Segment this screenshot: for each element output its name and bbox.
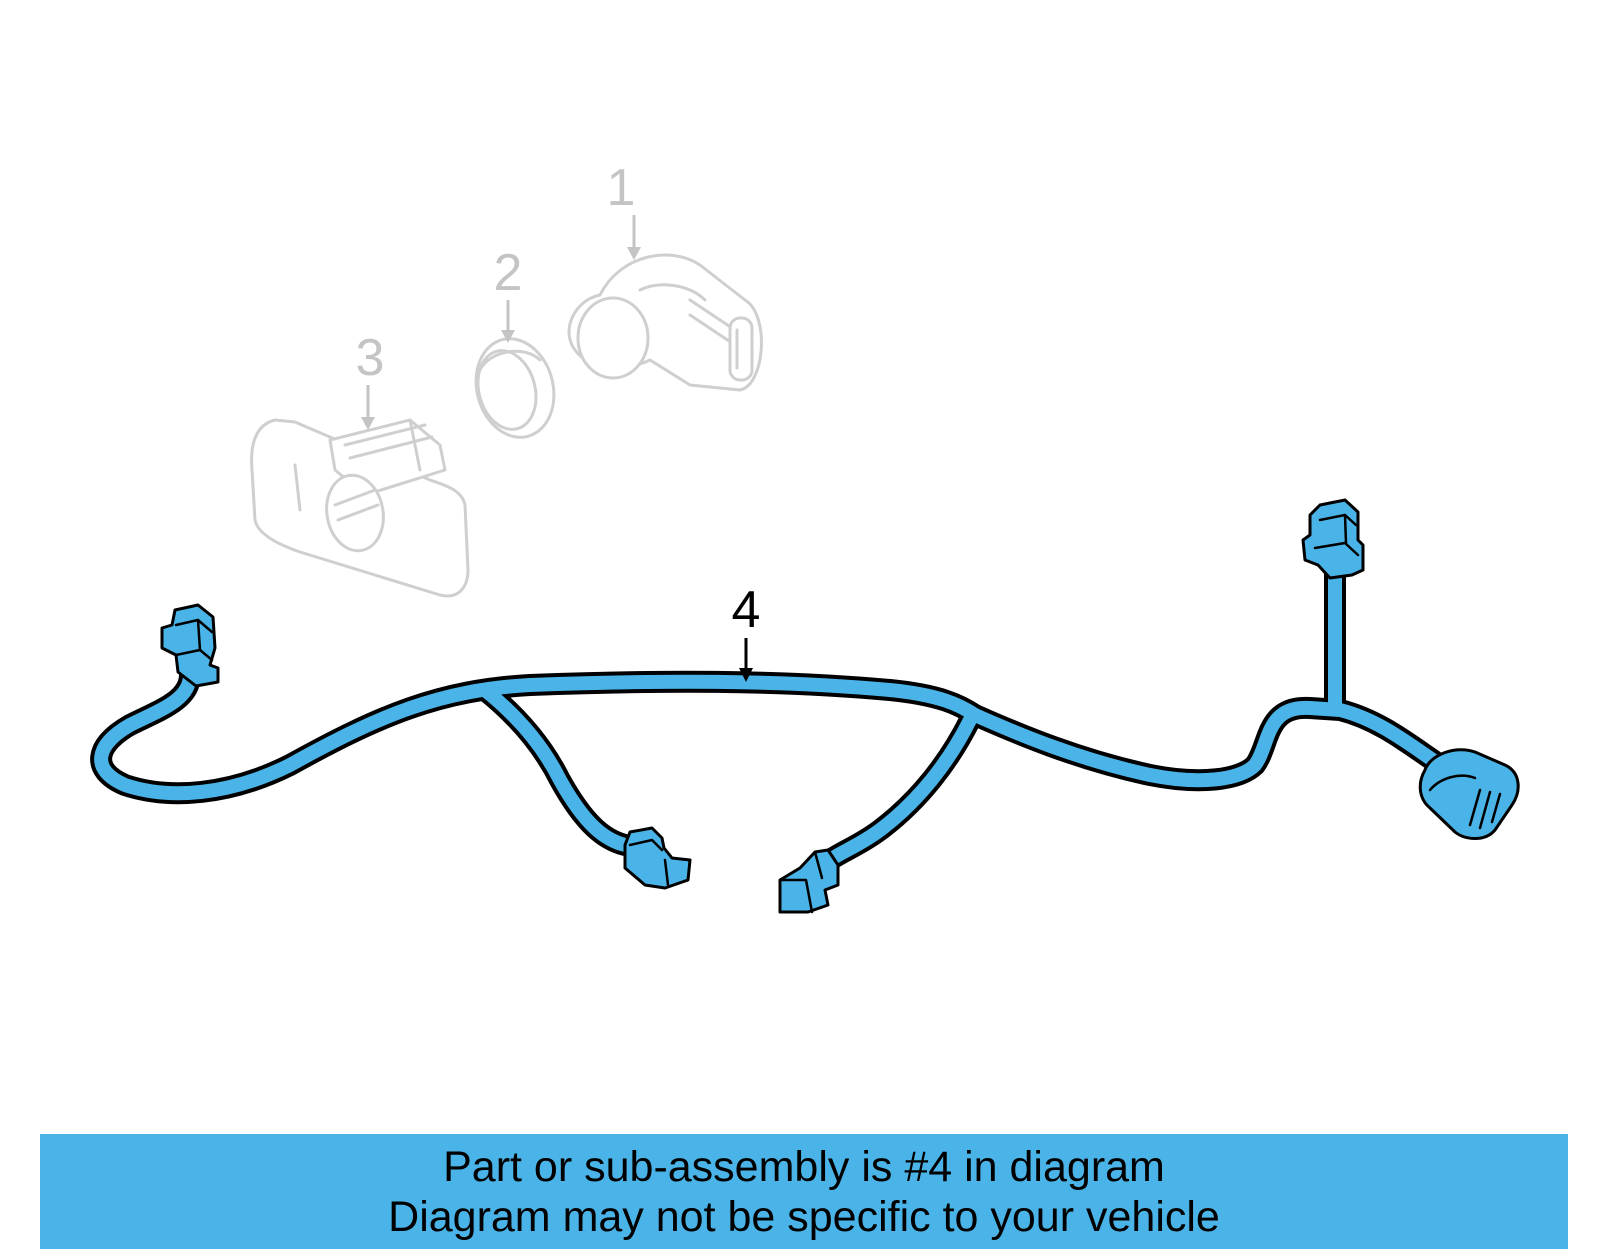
part-3-sensor-bracket — [250, 418, 470, 598]
info-banner: Part or sub-assembly is #4 in diagram Di… — [40, 1134, 1568, 1249]
connector-right-main — [1418, 748, 1520, 840]
callout-4: 4 — [732, 581, 761, 639]
callout-3-arrow — [361, 385, 375, 430]
callout-3: 3 — [356, 329, 385, 387]
connector-right-top — [1301, 498, 1365, 580]
connector-center-left — [623, 826, 692, 890]
info-line-part-number: Part or sub-assembly is #4 in diagram — [443, 1143, 1165, 1191]
part-1-parking-sensor — [567, 253, 763, 392]
part-2-sensor-ring — [474, 337, 556, 439]
connector-center-right — [778, 848, 840, 914]
callout-2-arrow — [501, 300, 515, 343]
callout-1-arrow — [627, 215, 641, 260]
callout-1: 1 — [607, 159, 636, 217]
callout-4-arrow — [739, 638, 753, 682]
part-4-wiring-harness — [90, 498, 1520, 914]
info-line-disclaimer: Diagram may not be specific to your vehi… — [388, 1193, 1220, 1241]
connector-left-top — [160, 603, 220, 688]
harness-wires — [90, 559, 1451, 871]
callout-2: 2 — [494, 244, 523, 302]
